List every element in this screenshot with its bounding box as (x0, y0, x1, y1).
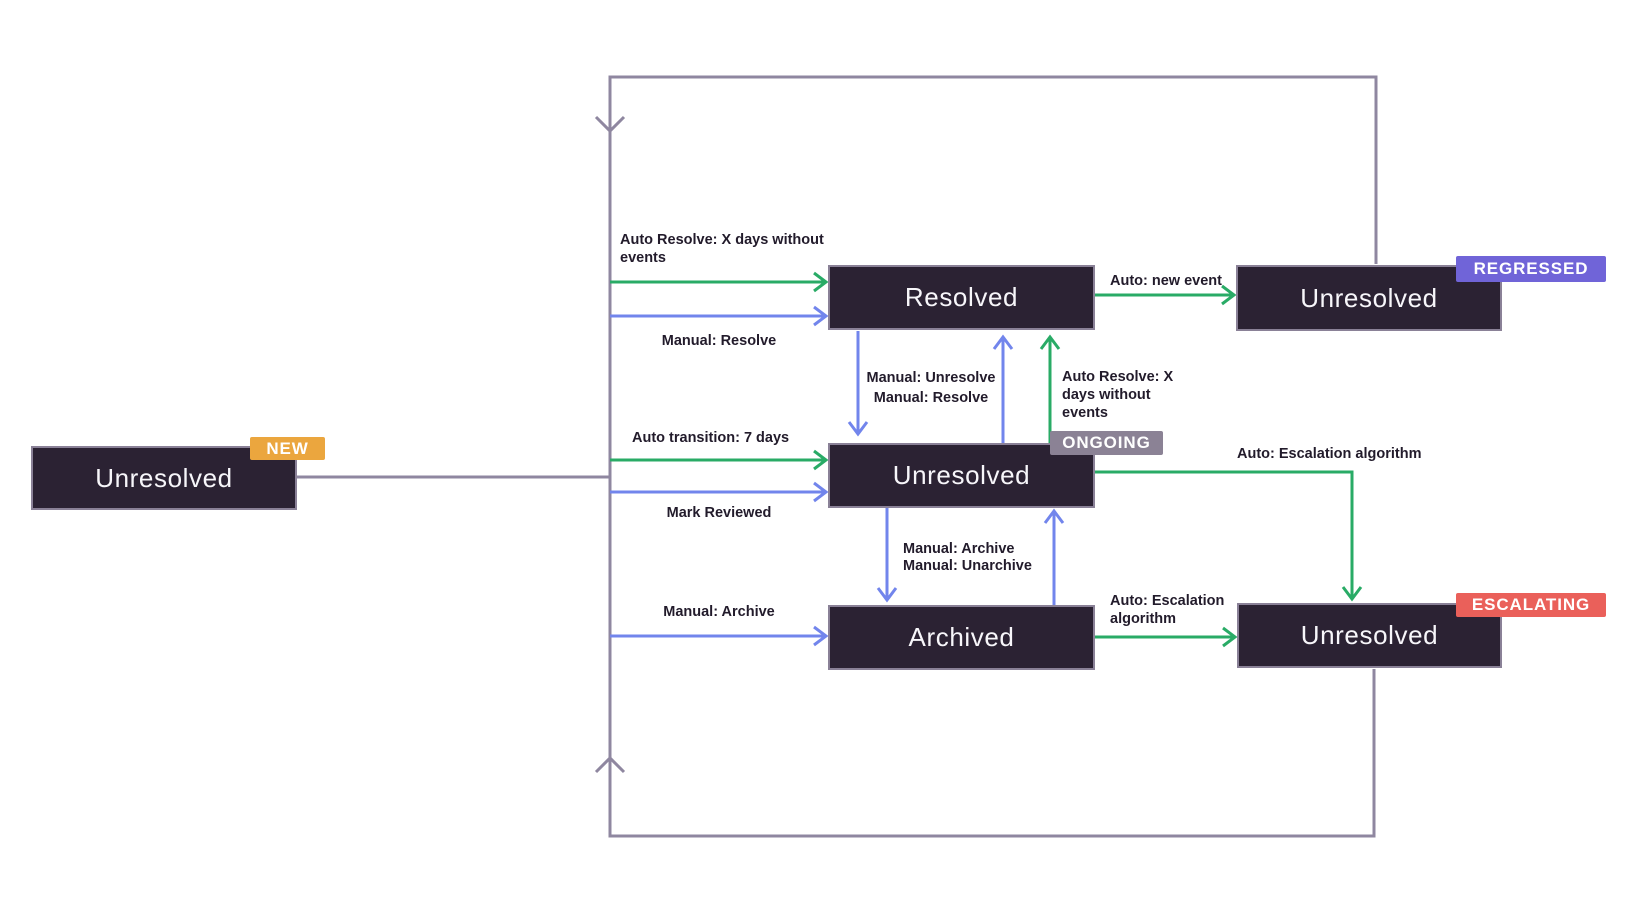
state-label: Unresolved (1300, 620, 1439, 650)
edge-label-auto-new-event: Auto: new event (1110, 273, 1222, 289)
auto-edges (610, 271, 1363, 648)
state-node-resolved: Resolved (828, 265, 1095, 330)
edge-label-manual-unarchive-up: Manual: Unarchive (903, 558, 1032, 574)
state-label: Archived (908, 622, 1015, 652)
edge-manual-archive-down (876, 508, 898, 603)
manual-edges (610, 305, 1065, 647)
state-label: Unresolved (1300, 282, 1438, 313)
edge-label-auto-resolve-ongoing: Auto Resolve: X days without events (1062, 369, 1174, 421)
edge-manual-unarchive-up (1043, 508, 1065, 605)
status-badge-ongoing: ONGOING (1050, 431, 1163, 455)
loop-edges (297, 75, 1378, 838)
edge-label-auto-escalation-archived: Auto: Escalation algorithm (1110, 593, 1225, 627)
state-label: Unresolved (892, 460, 1031, 490)
edge-label-manual-archive: Manual: Archive (663, 604, 775, 620)
edge-manual-resolve (610, 305, 829, 327)
edge-manual-resolve-up (992, 334, 1014, 443)
loop-up-arrowhead (594, 755, 626, 774)
edge-label-mark-reviewed: Mark Reviewed (666, 505, 772, 521)
edge-label-manual-archive-down: Manual: Archive (903, 541, 1015, 557)
edge-label-auto-resolve: Auto Resolve: X days without events (620, 232, 824, 266)
edge-manual-unresolve-down (847, 331, 869, 437)
edge-label-auto-escalation-ongoing: Auto: Escalation algorithm (1237, 446, 1422, 462)
status-badge-regressed: REGRESSED (1456, 256, 1606, 282)
edge-auto-new-event (1095, 284, 1237, 306)
edge-manual-archive-left (610, 625, 829, 647)
state-label: Unresolved (95, 462, 233, 493)
edge-auto-escalation-from-ongoing (1095, 470, 1363, 602)
edge-label-auto-transition: Auto transition: 7 days (632, 430, 790, 446)
edge-auto-resolve-ongoing-up (1039, 334, 1061, 443)
edge-label-manual-resolve: Manual: Resolve (661, 333, 777, 349)
state-label: Resolved (904, 282, 1019, 312)
status-badge-escalating: ESCALATING (1456, 593, 1606, 617)
edge-auto-resolve (610, 271, 829, 293)
status-badge-new: NEW (250, 437, 325, 460)
edge-auto-escalation-from-archived (1095, 626, 1238, 648)
state-node-archived: Archived (828, 605, 1095, 670)
edge-mark-reviewed (610, 481, 829, 503)
edge-auto-transition (610, 449, 829, 471)
edge-label-manual-resolve-up: Manual: Resolve (873, 390, 989, 406)
loop-down-arrowhead (594, 115, 626, 134)
edge-regression-loop (608, 75, 1378, 838)
edge-label-manual-unresolve: Manual: Unresolve (866, 370, 996, 386)
